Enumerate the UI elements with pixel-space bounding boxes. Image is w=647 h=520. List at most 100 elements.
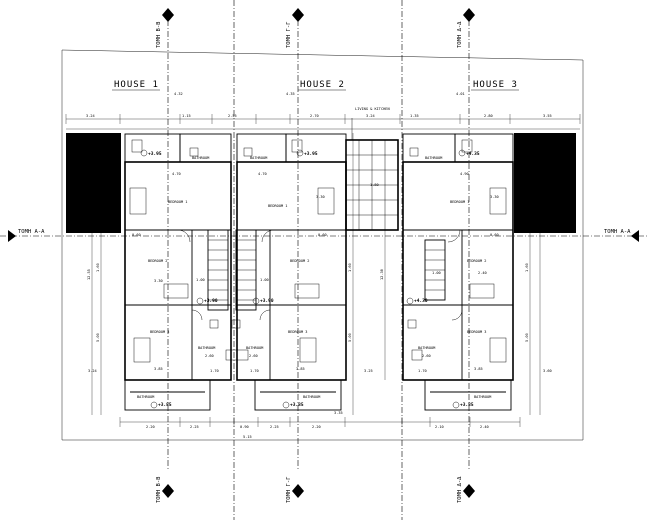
dim-label: 2.20 [146,425,155,429]
section-label-bb-bottom: TOMH B-B [156,476,162,503]
room-label-bathroom-h1: BATHROOM [192,156,210,160]
dim-label: 12.38 [380,269,384,280]
vertical-dimension-chain [91,133,541,415]
room-label-bathroom-h1c: BATHROOM [137,395,155,399]
dim-label: 3.55 [543,114,552,118]
section-label-gg-top: TOMH Γ-Γ [286,21,292,48]
dim-label: 1.60 [348,263,352,272]
dim-label: 2.80 [484,114,493,118]
dim-label: 0.60 [318,233,327,237]
dim-label: 3.24 [88,369,97,373]
section-label-dd-bottom: TOMH Δ-Δ [457,476,463,503]
door-swings [177,229,463,321]
dim-label: 1.00 [196,278,205,282]
dim-label: 4.70 [172,172,181,176]
section-label-bb-top: TOMH B-B [156,21,162,48]
house-2-title: HOUSE 2 [300,80,345,90]
dim-label: 1.80 [370,183,379,187]
room-label-bedroom-3-h3: BEDROOM 3 [467,330,486,334]
room-label-bathroom-h1b: BATHROOM [198,346,216,350]
house-3-title: HOUSE 3 [473,80,518,90]
dim-label: 2.60 [205,354,214,358]
house-2-walls [236,133,347,411]
solid-block-right [514,133,576,233]
room-label-bedroom-1-h3: BEDROOM 1 [450,200,469,204]
dim-label: 2.60 [422,354,431,358]
dim-label: 12.55 [87,269,91,280]
dim-label: 2.20 [312,425,321,429]
level-label: +4.35 [466,151,480,157]
site-boundary [61,49,584,441]
section-label-dd-top: TOMH Δ-Δ [457,21,463,48]
dim-label: 1.60 [525,263,529,272]
dim-label: 1.00 [260,278,269,282]
room-label-bedroom-1-h2: BEDROOM 1 [268,204,287,208]
dim-label: 3.85 [154,367,163,371]
level-label: +3.90 [260,298,274,304]
room-label-bedroom-2-h1: BEDROOM 2 [148,259,167,263]
dim-label: 2.55 [228,114,237,118]
level-label: +3.90 [204,298,218,304]
dim-label: 3.30 [490,195,499,199]
dim-label: 5.00 [96,333,100,342]
room-label-bathroom-h2: BATHROOM [250,156,268,160]
room-label-bathroom-h3b: BATHROOM [418,346,436,350]
dim-label: 2.10 [435,425,444,429]
house-1-title: HOUSE 1 [114,80,159,90]
top-dimension-chain [65,114,581,130]
level-marks [140,149,466,409]
dim-label: 3.30 [316,195,325,199]
level-label: +3.85 [460,402,474,408]
dim-label: 2.70 [310,114,319,118]
solid-block-left [66,133,121,233]
beds [129,187,507,363]
dim-label: 0.90 [240,425,249,429]
room-label-bedroom-3-h2: BEDROOM 3 [288,330,307,334]
level-label: +3.85 [290,402,304,408]
room-label-bedroom-3-h1: BEDROOM 3 [150,330,169,334]
dim-label: 2.40 [480,425,489,429]
dim-label: 5.15 [243,435,252,439]
room-label-bedroom-2-h3: BEDROOM 2 [467,259,486,263]
dim-label: 4.70 [258,172,267,176]
dim-label: 3.24 [366,114,375,118]
dim-label: 5.00 [348,333,352,342]
living-kitchen-block [345,118,399,231]
section-markers [8,8,639,498]
level-label: +4.30 [414,298,428,304]
room-label-bathroom-h2b: BATHROOM [246,346,264,350]
dim-label: 1.70 [210,369,219,373]
dim-label: 1.15 [182,114,191,118]
level-label: +3.95 [148,151,162,157]
dim-label: 4.35 [286,92,295,96]
section-label-gg-bottom: TOMH Γ-Γ [286,476,292,503]
dim-label: 2.40 [478,271,487,275]
dim-label: 3.25 [364,369,373,373]
room-label-bedroom-1-h1: BEDROOM 1 [168,200,187,204]
dim-label: 1.35 [410,114,419,118]
dim-label: 2.25 [190,425,199,429]
house-3-walls [402,133,514,411]
dim-label: 0.60 [490,233,499,237]
dim-label: 1.60 [96,263,100,272]
dim-label: 1.70 [250,369,259,373]
dim-label: 0.60 [132,233,141,237]
dim-label: 3.35 [334,411,343,415]
dim-label: 2.60 [249,354,258,358]
dim-label: 3.85 [474,367,483,371]
section-label-aa-left: TOMH A-A [18,229,45,235]
room-label-bathroom-h3c: BATHROOM [474,395,492,399]
level-label: +3.95 [304,151,318,157]
dim-label: 4.32 [174,92,183,96]
dim-label: 3.85 [296,367,305,371]
room-label-bathroom-h3: BATHROOM [425,156,443,160]
room-label-bathroom-h2c: BATHROOM [303,395,321,399]
dim-label: 3.60 [543,369,552,373]
dim-label: 2.25 [270,425,279,429]
room-label-living-kitchen: LIVING & KITCHEN [355,107,390,111]
bottom-dimension-chain [119,417,521,427]
dim-label: 4.01 [456,92,465,96]
dim-label: 1.00 [432,271,441,275]
